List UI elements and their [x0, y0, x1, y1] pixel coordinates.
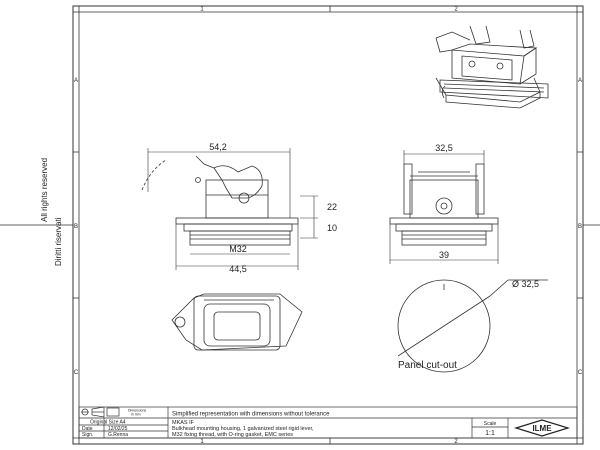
sign-label: Sign.	[82, 432, 93, 438]
dim-height-upper: 22	[327, 202, 337, 212]
sign-value: G.Renna	[108, 432, 128, 438]
original-size: Original Size A4	[90, 420, 126, 426]
dim-cutout-diameter: Ø 32,5	[512, 279, 539, 289]
row-label-a-right: A	[578, 78, 582, 84]
part-code: MKAS IF	[172, 420, 195, 426]
dim-width-total: 54,2	[209, 142, 227, 152]
row-label-c-right: C	[578, 370, 583, 376]
scale-label: Scale	[484, 421, 497, 427]
panel-cutout-label: Panel cut-out	[398, 360, 457, 371]
copyright-note: Diritti riservati	[54, 217, 63, 266]
units-note-line2: in mm	[131, 413, 141, 417]
column-label-2: 2	[454, 7, 458, 13]
dim-height-lower: 10	[327, 223, 337, 233]
top-view	[171, 293, 303, 351]
panel-cutout	[397, 279, 548, 373]
side-view	[389, 163, 499, 246]
tolerance-note: Simplified representation with dimension…	[172, 412, 330, 418]
front-view	[141, 155, 299, 246]
column-label-2-bottom: 2	[454, 439, 458, 445]
dim-thread: M32	[229, 244, 247, 254]
row-label-b-right: B	[578, 224, 582, 230]
title-block	[78, 406, 578, 439]
date-value: 12/02/25	[108, 426, 128, 432]
row-label-c: C	[74, 370, 79, 376]
dim-base-width: 44,5	[229, 264, 247, 274]
description-line2: M32 fixing thread, with O-ring gasket, E…	[172, 432, 293, 438]
front-view-dimensions	[147, 148, 318, 270]
column-label-1-bottom: 1	[200, 439, 204, 445]
date-label: Date	[82, 426, 93, 432]
scale-value: 1:1	[485, 430, 495, 437]
column-label-1: 1	[200, 7, 204, 13]
projection-symbol-icon	[81, 406, 120, 418]
row-label-a: A	[74, 78, 78, 84]
description-line1: Bulkhead mounting housing, 1 galvanized …	[172, 426, 314, 432]
dim-side-base: 39	[439, 250, 449, 260]
isometric-view	[435, 25, 549, 109]
side-view-dimensions	[389, 150, 499, 264]
svg-text:ILME: ILME	[532, 424, 552, 433]
units-note-line1: Dimensions	[128, 409, 147, 413]
row-label-b: B	[74, 224, 78, 230]
dim-side-width: 32,5	[435, 143, 453, 153]
rights-note: All rights reserved	[40, 157, 49, 222]
ilme-logo: ILME	[513, 419, 571, 437]
